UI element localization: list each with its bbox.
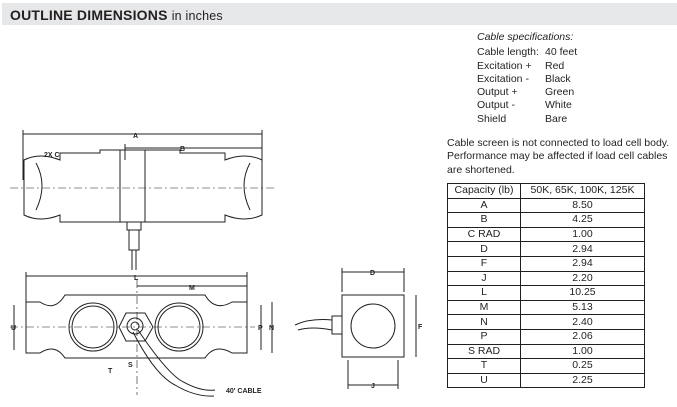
dimension-cell: M bbox=[447, 299, 521, 316]
spec-value: White bbox=[545, 99, 572, 112]
dimension-cell: J bbox=[447, 270, 521, 287]
dimension-cell: C RAD bbox=[447, 226, 521, 243]
dim-m-label: M bbox=[189, 285, 195, 292]
section-title: OUTLINE DIMENSIONS in inches bbox=[10, 7, 223, 23]
dim-a-label: A bbox=[133, 133, 138, 140]
value-cell: 2.94 bbox=[520, 255, 645, 272]
value-cell: 2.40 bbox=[520, 314, 645, 330]
dim-u-label: U bbox=[11, 325, 16, 332]
dim-l-label: L bbox=[134, 275, 139, 282]
spec-label: Output - bbox=[477, 99, 515, 112]
dim-f-label: F bbox=[418, 324, 423, 331]
dimension-cell: D bbox=[447, 241, 521, 257]
spec-value: Green bbox=[545, 86, 575, 99]
dimension-cell: T bbox=[447, 358, 521, 374]
spec-label: Excitation + bbox=[477, 59, 532, 72]
value-cell: 10.25 bbox=[520, 285, 645, 301]
spec-label: Excitation - bbox=[477, 72, 529, 85]
spec-row: Excitation - Black bbox=[477, 73, 577, 86]
cable-label: 40' CABLE bbox=[226, 388, 262, 395]
dim-c-label: 2X C bbox=[44, 152, 60, 159]
top-view-drawing bbox=[10, 130, 275, 270]
title-text: OUTLINE DIMENSIONS bbox=[10, 7, 168, 23]
spec-value: 40 feet bbox=[545, 46, 578, 59]
table-header-row: Capacity (lb)50K, 65K, 100K, 125K bbox=[447, 183, 645, 199]
spec-value: Red bbox=[545, 59, 565, 72]
value-cell: 0.25 bbox=[520, 358, 645, 374]
value-cell: 1.00 bbox=[520, 226, 645, 243]
dim-t-label: T bbox=[108, 368, 113, 375]
dim-d-label: D bbox=[370, 270, 375, 277]
dimension-cell: B bbox=[447, 212, 521, 228]
spec-value: Black bbox=[545, 72, 571, 85]
value-cell: 2.25 bbox=[520, 372, 645, 389]
spec-value: Bare bbox=[545, 112, 568, 125]
value-cell: 8.50 bbox=[520, 197, 645, 214]
dimension-cell: F bbox=[447, 255, 521, 272]
spec-label: Shield bbox=[477, 112, 507, 125]
dim-s-label: S bbox=[128, 362, 133, 369]
value-cell: 5.13 bbox=[520, 299, 645, 316]
dim-n-label: N bbox=[269, 325, 274, 332]
value-cell: 2.20 bbox=[520, 270, 645, 287]
value-cell: 2.06 bbox=[520, 328, 645, 345]
bottom-view-drawing bbox=[10, 272, 273, 397]
spec-row: Output + Green bbox=[477, 86, 577, 99]
value-cell: 4.25 bbox=[520, 212, 645, 228]
spec-row: Shield Bare bbox=[477, 113, 577, 126]
cable-note: Cable screen is not connected to load ce… bbox=[447, 137, 670, 176]
spec-row: Excitation + Red bbox=[477, 60, 577, 73]
spec-label: Output + bbox=[477, 86, 518, 99]
cable-specs-title: Cable specifications: bbox=[477, 31, 574, 43]
section-header: OUTLINE DIMENSIONS in inches bbox=[2, 3, 677, 25]
dim-j-label: J bbox=[371, 383, 375, 390]
dimension-cell: N bbox=[447, 314, 521, 330]
side-view-drawing bbox=[294, 268, 417, 389]
dimension-cell: S RAD bbox=[447, 343, 521, 360]
dimension-cell: Capacity (lb) bbox=[447, 183, 521, 199]
dimension-cell: L bbox=[447, 285, 521, 301]
dim-b-label: B bbox=[180, 146, 185, 153]
units-text: in inches bbox=[171, 9, 223, 23]
spec-label: Cable length: bbox=[477, 46, 539, 59]
value-cell: 2.94 bbox=[520, 241, 645, 257]
dimension-cell: P bbox=[447, 328, 521, 345]
cable-specifications: Cable specifications: Cable length: 40 fe… bbox=[477, 31, 577, 126]
value-cell: 1.00 bbox=[520, 343, 645, 360]
dim-p-label: P bbox=[258, 325, 263, 332]
dimension-cell: U bbox=[447, 372, 521, 389]
spec-row: Cable length: 40 feet bbox=[477, 46, 577, 59]
dimension-cell: A bbox=[447, 197, 521, 214]
spec-row: Output - White bbox=[477, 99, 577, 112]
value-cell: 50K, 65K, 100K, 125K bbox=[520, 183, 645, 199]
